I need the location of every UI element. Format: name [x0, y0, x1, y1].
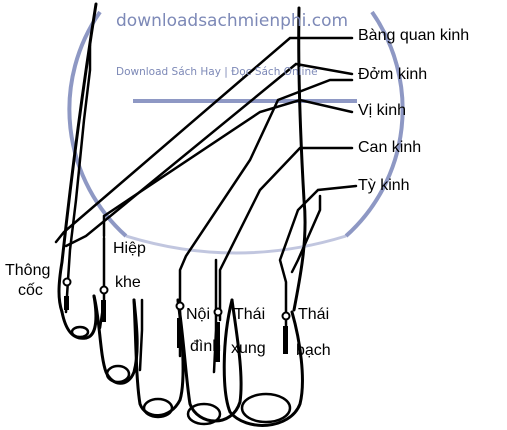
label-thai-bach-line2: bạch	[296, 342, 331, 359]
label-thong-coc-line2: cốc	[18, 282, 43, 299]
toenails	[70, 325, 292, 426]
label-thong-coc-line1: Thông	[5, 262, 51, 279]
label-noi-dinh-line2: đình	[190, 338, 222, 355]
label-vi-kinh: Vị kinh	[358, 102, 407, 119]
label-can-kinh: Can kinh	[358, 139, 422, 156]
label-dom-kinh: Đởm kinh	[358, 66, 428, 83]
label-ty-kinh: Tỳ kinh	[358, 177, 410, 194]
label-thai-bach-line1: Thái	[298, 306, 330, 323]
label-noi-dinh-line1: Nội	[186, 306, 211, 323]
label-thai-xung-line2: xung	[231, 340, 266, 357]
point-thong-coc-marker	[62, 277, 72, 287]
label-hiep-khe-line1: Hiệp	[113, 240, 146, 257]
label-bang-quan-kinh: Bàng quan kinh	[358, 27, 470, 44]
point-thai-bach-marker	[281, 311, 291, 321]
foot-outline	[57, 2, 307, 427]
watermark-site: downloadsachmienphi.com	[116, 11, 349, 31]
label-thai-xung-line1: Thái	[234, 306, 266, 323]
acupoint-markers	[62, 277, 291, 362]
point-noi-dinh-marker	[175, 301, 185, 311]
meridian-lines	[54, 36, 358, 374]
watermark-tagline: Download Sách Hay | Đọc Sách Online	[116, 66, 318, 78]
watermark-emblem	[67, 10, 405, 255]
point-hiep-khe-marker	[99, 285, 109, 295]
label-hiep-khe-line2: khe	[115, 274, 141, 291]
point-thai-xung-marker	[213, 307, 223, 317]
